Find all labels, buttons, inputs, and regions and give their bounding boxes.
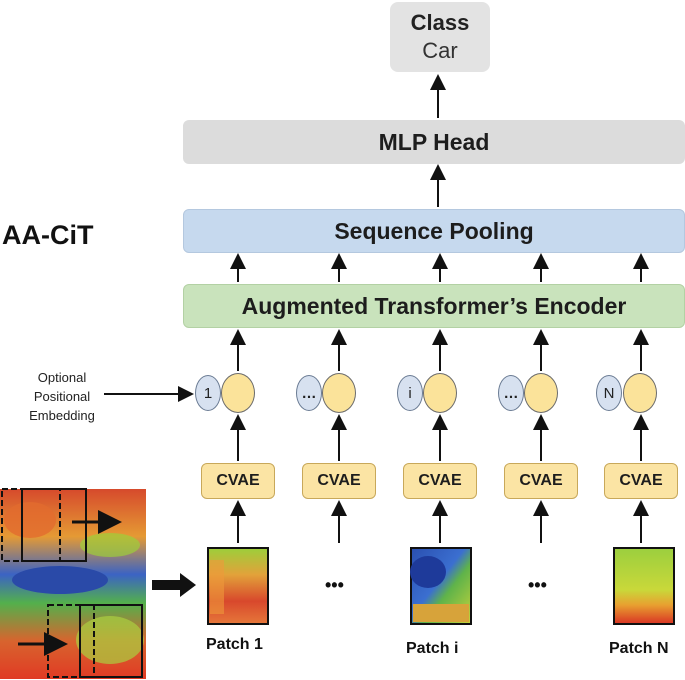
arrows-cvae-to-tokens: [230, 414, 649, 461]
patch-ellipsis-2: •••: [528, 575, 547, 595]
cvae-block-1: CVAE: [201, 463, 275, 499]
embedding-token-1: [221, 373, 255, 413]
position-token-4: …: [498, 375, 524, 411]
patch-i-image: [410, 547, 472, 625]
model-title: AA-CiT: [2, 220, 94, 250]
embedding-token-n: [623, 373, 657, 413]
patch-n-label: Patch N: [609, 640, 669, 657]
mlp-head-block: MLP Head: [183, 120, 685, 164]
position-token-2: …: [296, 375, 322, 411]
patch-1-label: Patch 1: [206, 636, 263, 653]
class-output-box: Class Car: [390, 2, 490, 72]
patch-ellipsis-1: •••: [325, 575, 344, 595]
class-title: Class: [410, 10, 470, 35]
cvae-block-4: CVAE: [504, 463, 578, 499]
embedding-token-4: [524, 373, 558, 413]
patch-i-label: Patch i: [406, 640, 459, 657]
sequence-pooling-block: Sequence Pooling: [183, 209, 685, 253]
embedding-token-i: [423, 373, 457, 413]
arrows-patches-to-cvae: [230, 500, 649, 543]
positional-embedding-label: Optional Positional Embedding: [29, 370, 95, 423]
arrow-image-to-patch: [152, 573, 196, 597]
arrows-tokens-to-encoder: [230, 329, 649, 371]
cvae-block-i: CVAE: [403, 463, 477, 499]
thermal-source-image: [0, 488, 146, 679]
transformer-encoder-block: Augmented Transformer’s Encoder: [183, 284, 685, 328]
position-token-n: N: [596, 375, 622, 411]
patch-1-image: [207, 547, 269, 625]
position-token-1: 1: [195, 375, 221, 411]
position-token-i: i: [397, 375, 423, 411]
cvae-block-2: CVAE: [302, 463, 376, 499]
patch-n-image: [613, 547, 675, 625]
embedding-token-2: [322, 373, 356, 413]
class-value: Car: [422, 38, 458, 63]
arrows-encoder-to-pooling: [230, 253, 649, 282]
cvae-block-n: CVAE: [604, 463, 678, 499]
